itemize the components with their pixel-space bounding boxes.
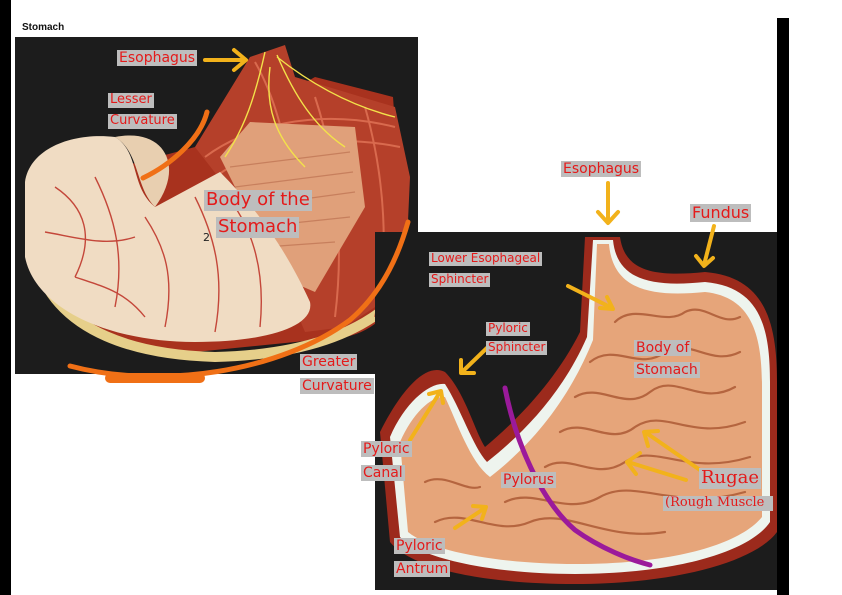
label-pylorus: Pylorus: [501, 472, 557, 489]
label-lower-esophageal-sphincter-1: Lower Esophageal: [429, 251, 543, 266]
number-marker: 2: [203, 231, 210, 244]
label-lesser-curvature-2: Curvature: [108, 113, 177, 129]
label-body-of-the-stomach-2: Stomach: [216, 216, 300, 238]
label-esophagus-left: Esophagus: [117, 50, 198, 67]
label-fundus: Fundus: [690, 203, 752, 223]
label-greater-curvature-2: Curvature: [300, 378, 374, 395]
label-pyloric-sphincter-2: Sphincter: [486, 340, 548, 355]
page-title: Stomach: [22, 22, 65, 33]
label-pyloric-antrum-1: Pyloric: [394, 538, 445, 555]
label-lower-esophageal-sphincter-2: Sphincter: [429, 272, 491, 287]
label-rugae: Rugae: [699, 467, 762, 489]
arrow-esophagus-right: [596, 181, 620, 225]
label-pyloric-antrum-2: Antrum: [394, 561, 451, 578]
label-body-of-stomach-1: Body of: [634, 340, 692, 357]
label-rough-muscle: (Rough Muscle: [663, 496, 773, 511]
label-body-of-stomach-2: Stomach: [634, 362, 700, 379]
label-pyloric-sphincter-1: Pyloric: [486, 321, 530, 336]
label-body-of-the-stomach-1: Body of the: [204, 189, 312, 211]
right-black-border: [777, 18, 789, 595]
label-esophagus-right: Esophagus: [561, 161, 642, 178]
label-greater-curvature-1: Greater: [300, 354, 358, 371]
left-black-border: [0, 0, 11, 595]
label-pyloric-canal-2: Canal: [361, 465, 405, 482]
label-pyloric-canal-1: Pyloric: [361, 441, 412, 458]
label-lesser-curvature-1: Lesser: [108, 92, 154, 108]
